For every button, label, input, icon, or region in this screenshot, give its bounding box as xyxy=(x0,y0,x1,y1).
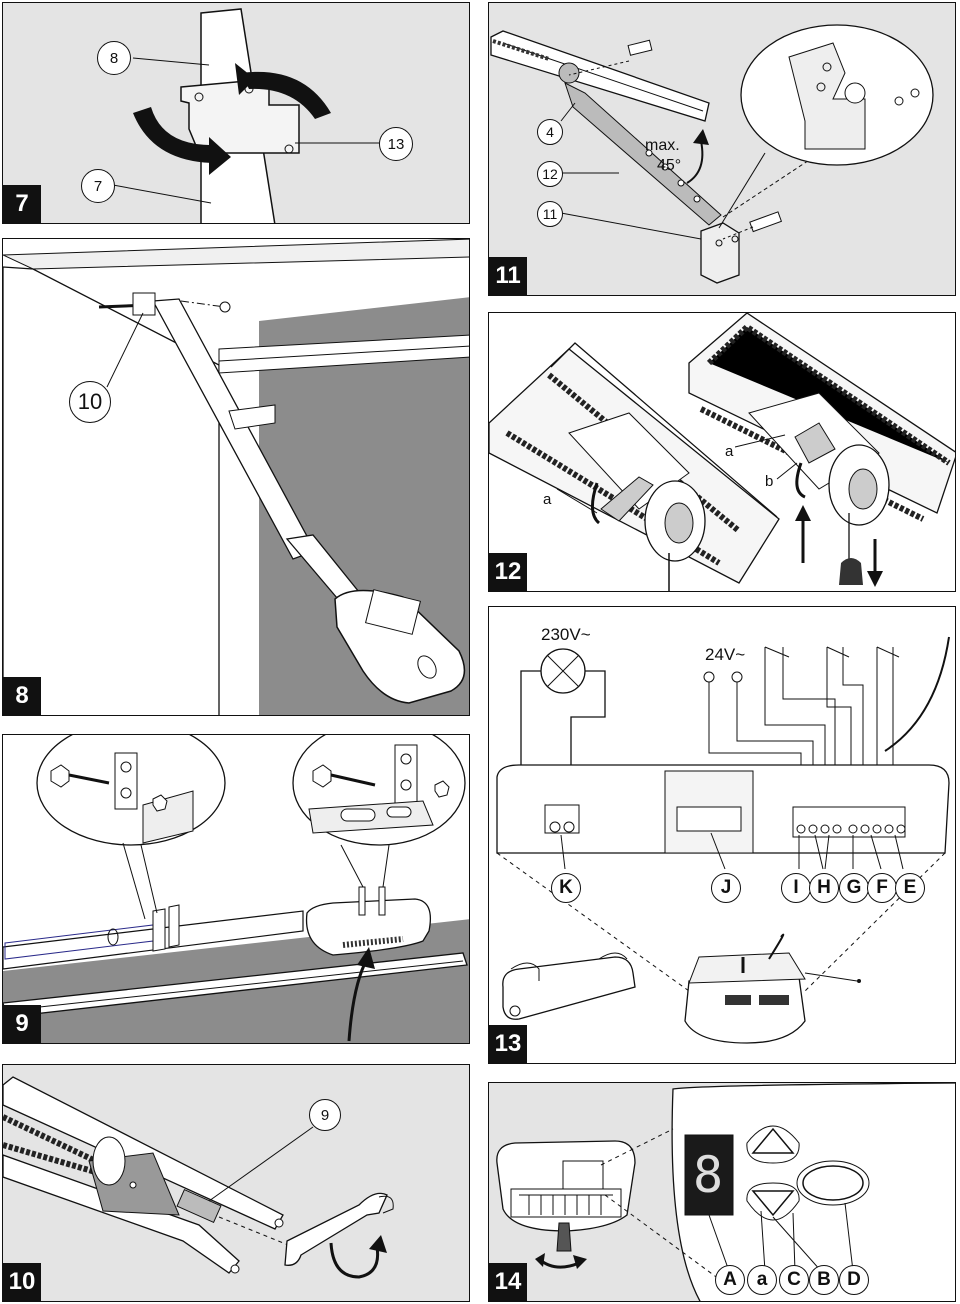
figure-9-drawing xyxy=(3,735,469,1043)
angle-label-max: max. xyxy=(645,137,680,154)
figure-10: 9 10 xyxy=(2,1064,470,1302)
callout-7: 7 xyxy=(81,169,115,203)
figure-7-drawing xyxy=(112,8,379,223)
callout-10: 10 xyxy=(69,381,111,423)
callout-9: 9 xyxy=(309,1099,341,1131)
control-label-a: a xyxy=(747,1265,777,1295)
figure-14-drawing xyxy=(489,1083,955,1301)
figure-11-drawing xyxy=(490,24,934,284)
figure-number: 10 xyxy=(3,1263,41,1301)
callout-11: 11 xyxy=(537,201,563,227)
voltage-230v-label: 230V~ xyxy=(541,625,591,644)
callout-4: 4 xyxy=(537,119,563,145)
label-a-right: a xyxy=(723,443,736,460)
figure-number: 11 xyxy=(489,257,527,295)
seven-segment-display-icon: 8 xyxy=(693,1146,724,1204)
voltage-24v-label: 24V~ xyxy=(705,645,746,664)
label-b-right: b xyxy=(763,473,776,490)
angle-label-degrees: 45° xyxy=(657,157,682,174)
callout-8: 8 xyxy=(97,41,131,75)
figure-number: 14 xyxy=(489,1263,527,1301)
figure-11: 4 12 11 max. 45° 11 xyxy=(488,2,956,296)
terminal-G: G xyxy=(839,873,869,903)
terminal-F: F xyxy=(867,873,897,903)
terminal-I: I xyxy=(781,873,811,903)
control-label-D: D xyxy=(839,1265,869,1295)
figure-number: 13 xyxy=(489,1025,527,1063)
label-a-left: a xyxy=(541,491,554,508)
terminal-K: K xyxy=(551,873,581,903)
callout-13: 13 xyxy=(379,127,413,161)
figure-7: 8 13 7 7 xyxy=(2,2,470,224)
callout-12: 12 xyxy=(537,161,563,187)
figure-12: a a b 12 xyxy=(488,312,956,592)
figure-number: 8 xyxy=(3,677,41,715)
terminal-H: H xyxy=(809,873,839,903)
figure-8: 10 8 xyxy=(2,238,470,716)
figure-14: 8 A a C B D 14 xyxy=(488,1082,956,1302)
control-label-B: B xyxy=(809,1265,839,1295)
figure-12-drawing xyxy=(489,313,955,591)
terminal-J: J xyxy=(711,873,741,903)
figure-number: 12 xyxy=(489,553,527,591)
figure-13-drawing xyxy=(489,607,955,1063)
control-label-A: A xyxy=(715,1265,745,1295)
figure-10-drawing xyxy=(3,1065,469,1301)
terminal-E: E xyxy=(895,873,925,903)
control-label-C: C xyxy=(779,1265,809,1295)
figure-number: 9 xyxy=(3,1005,41,1043)
figure-13: 230V~ 24V~ K J I H G F E 13 xyxy=(488,606,956,1064)
figure-8-drawing xyxy=(3,239,469,715)
figure-number: 7 xyxy=(3,185,41,223)
figure-9: 9 xyxy=(2,734,470,1044)
